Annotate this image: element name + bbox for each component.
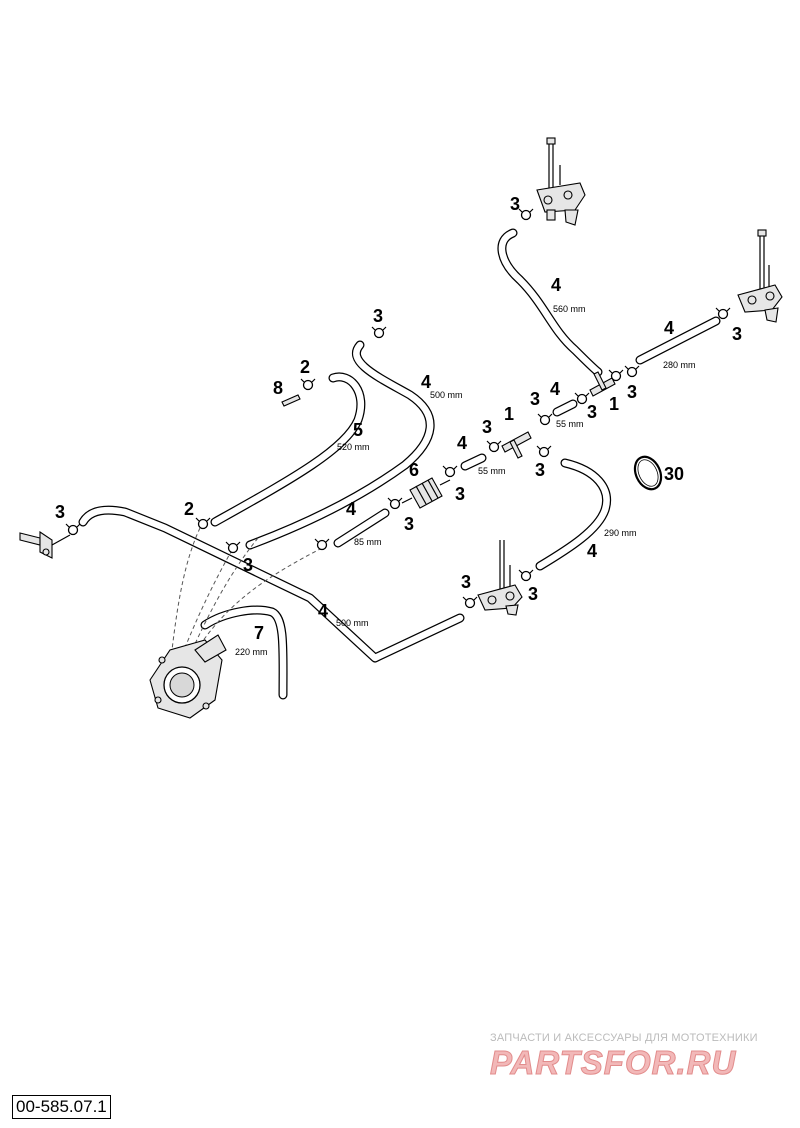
callout-3: 3 [55,502,65,522]
fuel-tap-bottom [477,540,523,616]
fuel-tap-top [536,137,586,226]
clamp [225,541,241,554]
callout-3: 3 [528,584,538,604]
callout-2: 2 [300,357,310,377]
clamp [195,517,211,530]
callout-3: 3 [482,417,492,437]
callout-4: 4 [550,379,560,399]
callout-3: 3 [530,389,540,409]
watermark-brand: PARTSFOR.RU [489,1044,737,1082]
clamp [65,523,81,536]
clamp [608,369,624,382]
figure-code: 00-585.07.1 [12,1095,111,1119]
carburetor [149,634,227,719]
callout-3: 3 [535,460,545,480]
callout-3: 3 [627,382,637,402]
callout-3: 3 [455,484,465,504]
clamp [537,413,553,426]
clamp [486,440,502,453]
clamp [574,392,590,405]
hose-560mm [497,228,603,377]
clamp [371,326,387,339]
clamp [387,497,403,510]
t-connector-lower [501,431,532,459]
fuel-tap-right [737,229,783,323]
callout-4: 4 [318,601,328,621]
callout-numbers: 3 3 3 3 3 3 3 3 3 3 3 3 3 3 4 4 4 4 4 4 … [55,194,742,643]
hose-290mm [535,458,611,571]
callout-4: 4 [421,372,431,392]
callout-7: 7 [254,623,264,643]
callout-3: 3 [510,194,520,214]
callout-1: 1 [504,404,514,424]
callout-4: 4 [551,275,561,295]
clamp [462,596,478,609]
dimension-560mm: 560 mm [553,304,586,314]
hose-520mm [210,372,366,527]
dimension-55mm-lower: 55 mm [478,466,506,476]
clamp [300,378,316,391]
callout-4: 4 [587,541,597,561]
callout-2: 2 [184,499,194,519]
hose-85mm [333,508,390,548]
callout-3: 3 [461,572,471,592]
dimension-85mm: 85 mm [354,537,382,547]
callout-8: 8 [273,378,283,398]
hose-220mm [200,605,288,700]
hose-clip-30 [633,455,663,491]
dimension-280mm: 280 mm [663,360,696,370]
clamp [518,569,534,582]
leader-lines [171,527,323,656]
callout-3: 3 [373,306,383,326]
dimension-55mm-upper: 55 mm [556,419,584,429]
fuel-filter [401,477,451,509]
clamps [65,208,731,609]
hose-500mm-upper [245,340,435,550]
hose-500mm-lower [78,505,465,663]
clamp [442,465,458,478]
dimension-520mm: 520 mm [337,442,370,452]
callout-4: 4 [664,318,674,338]
callout-5: 5 [353,420,363,440]
callout-4: 4 [457,433,467,453]
dimension-500mm-upper: 500 mm [430,390,463,400]
clamp [536,445,552,458]
callout-3: 3 [243,555,253,575]
callout-30: 30 [664,464,684,484]
t-connector-upper [589,371,616,397]
callout-6: 6 [409,460,419,480]
callout-1: 1 [609,394,619,414]
watermark-tagline: ЗАПЧАСТИ И АКСЕССУАРЫ ДЛЯ МОТОТЕХНИКИ [490,1032,758,1044]
dimension-290mm: 290 mm [604,528,637,538]
callout-4: 4 [346,499,356,519]
fuel-tap-left [19,530,71,559]
clamp [518,208,534,221]
hose-280mm [635,316,721,365]
clamp [314,538,330,551]
callout-3: 3 [732,324,742,344]
dimension-500mm-lower: 500 mm [336,618,369,628]
dimension-labels: 560 mm 280 mm 500 mm 520 mm 55 mm 55 mm … [235,304,696,657]
clamp [624,365,640,378]
callout-3: 3 [404,514,414,534]
clamp [715,307,731,320]
hose-55mm-upper [552,399,578,417]
fitting-8 [281,394,301,407]
hose-55mm-lower [460,453,487,471]
dimension-220mm: 220 mm [235,647,268,657]
callout-3: 3 [587,402,597,422]
